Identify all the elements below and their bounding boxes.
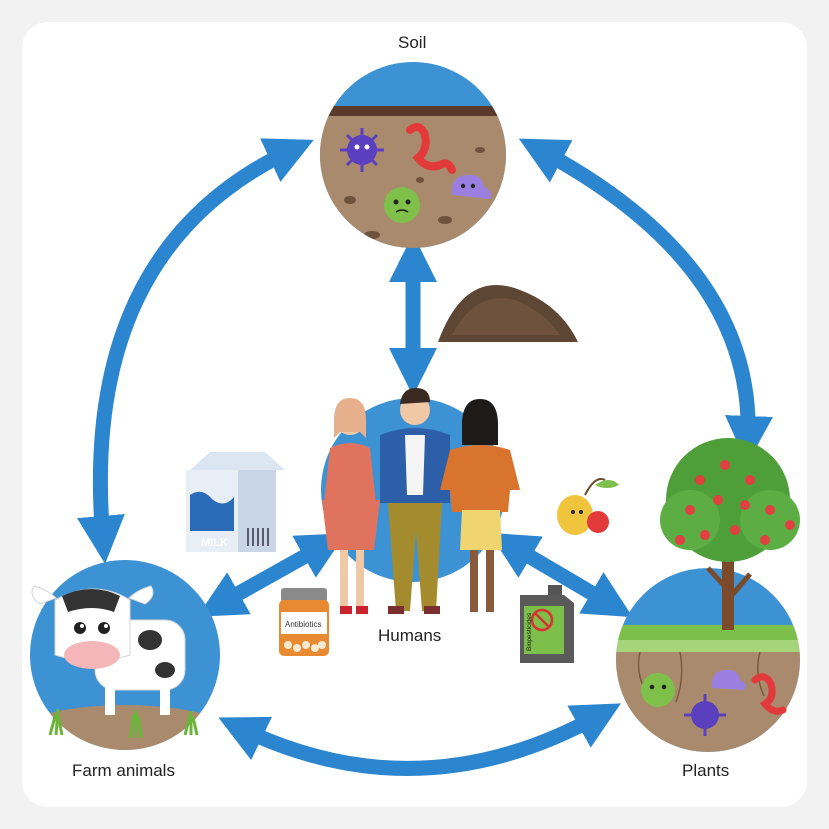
arrow-soil-farm bbox=[77, 138, 314, 564]
soil-label: Soil bbox=[398, 33, 427, 52]
worm-icon-plants bbox=[751, 673, 787, 715]
worm-icon bbox=[406, 122, 456, 174]
plants-node bbox=[616, 438, 800, 752]
arrows bbox=[77, 138, 773, 776]
milk-label: MILK bbox=[201, 537, 228, 549]
humans-label: Humans bbox=[378, 626, 442, 645]
cow-figure bbox=[31, 585, 186, 715]
biopesticides-label: Biopesticides bbox=[526, 612, 533, 651]
humans-node bbox=[321, 388, 520, 614]
woman-left-figure bbox=[322, 398, 380, 614]
arrow-soil-plants bbox=[518, 138, 773, 464]
arrow-humans-plants bbox=[489, 532, 633, 618]
purple-amoeba-icon-plants bbox=[711, 669, 746, 690]
arrow-farm-plants bbox=[218, 703, 621, 776]
plants-label: Plants bbox=[682, 761, 730, 780]
arrow-humans-farm bbox=[197, 533, 346, 617]
biopesticides-can-icon: Biopesticides bbox=[520, 585, 574, 663]
virus-icon bbox=[340, 128, 384, 172]
green-bacteria-icon-plants bbox=[641, 673, 675, 707]
farm-animals-node bbox=[30, 560, 220, 750]
soil-node bbox=[320, 62, 506, 248]
milk-carton-icon: MILK bbox=[186, 452, 285, 552]
compost-pile-icon bbox=[438, 284, 578, 342]
woman-right-figure bbox=[440, 399, 520, 612]
antibiotics-label: Antibiotics bbox=[285, 620, 321, 629]
virus-icon-plants bbox=[684, 694, 726, 736]
grass-tufts bbox=[48, 708, 199, 739]
antibiotics-bottle-icon: Antibiotics bbox=[279, 588, 329, 656]
man-center-figure bbox=[380, 388, 450, 614]
fruit-icon bbox=[557, 478, 619, 535]
green-bacteria-icon bbox=[384, 187, 420, 223]
apple-tree-icon bbox=[660, 438, 800, 630]
purple-amoeba-icon bbox=[451, 174, 492, 199]
farm-animals-label: Farm animals bbox=[72, 761, 175, 780]
